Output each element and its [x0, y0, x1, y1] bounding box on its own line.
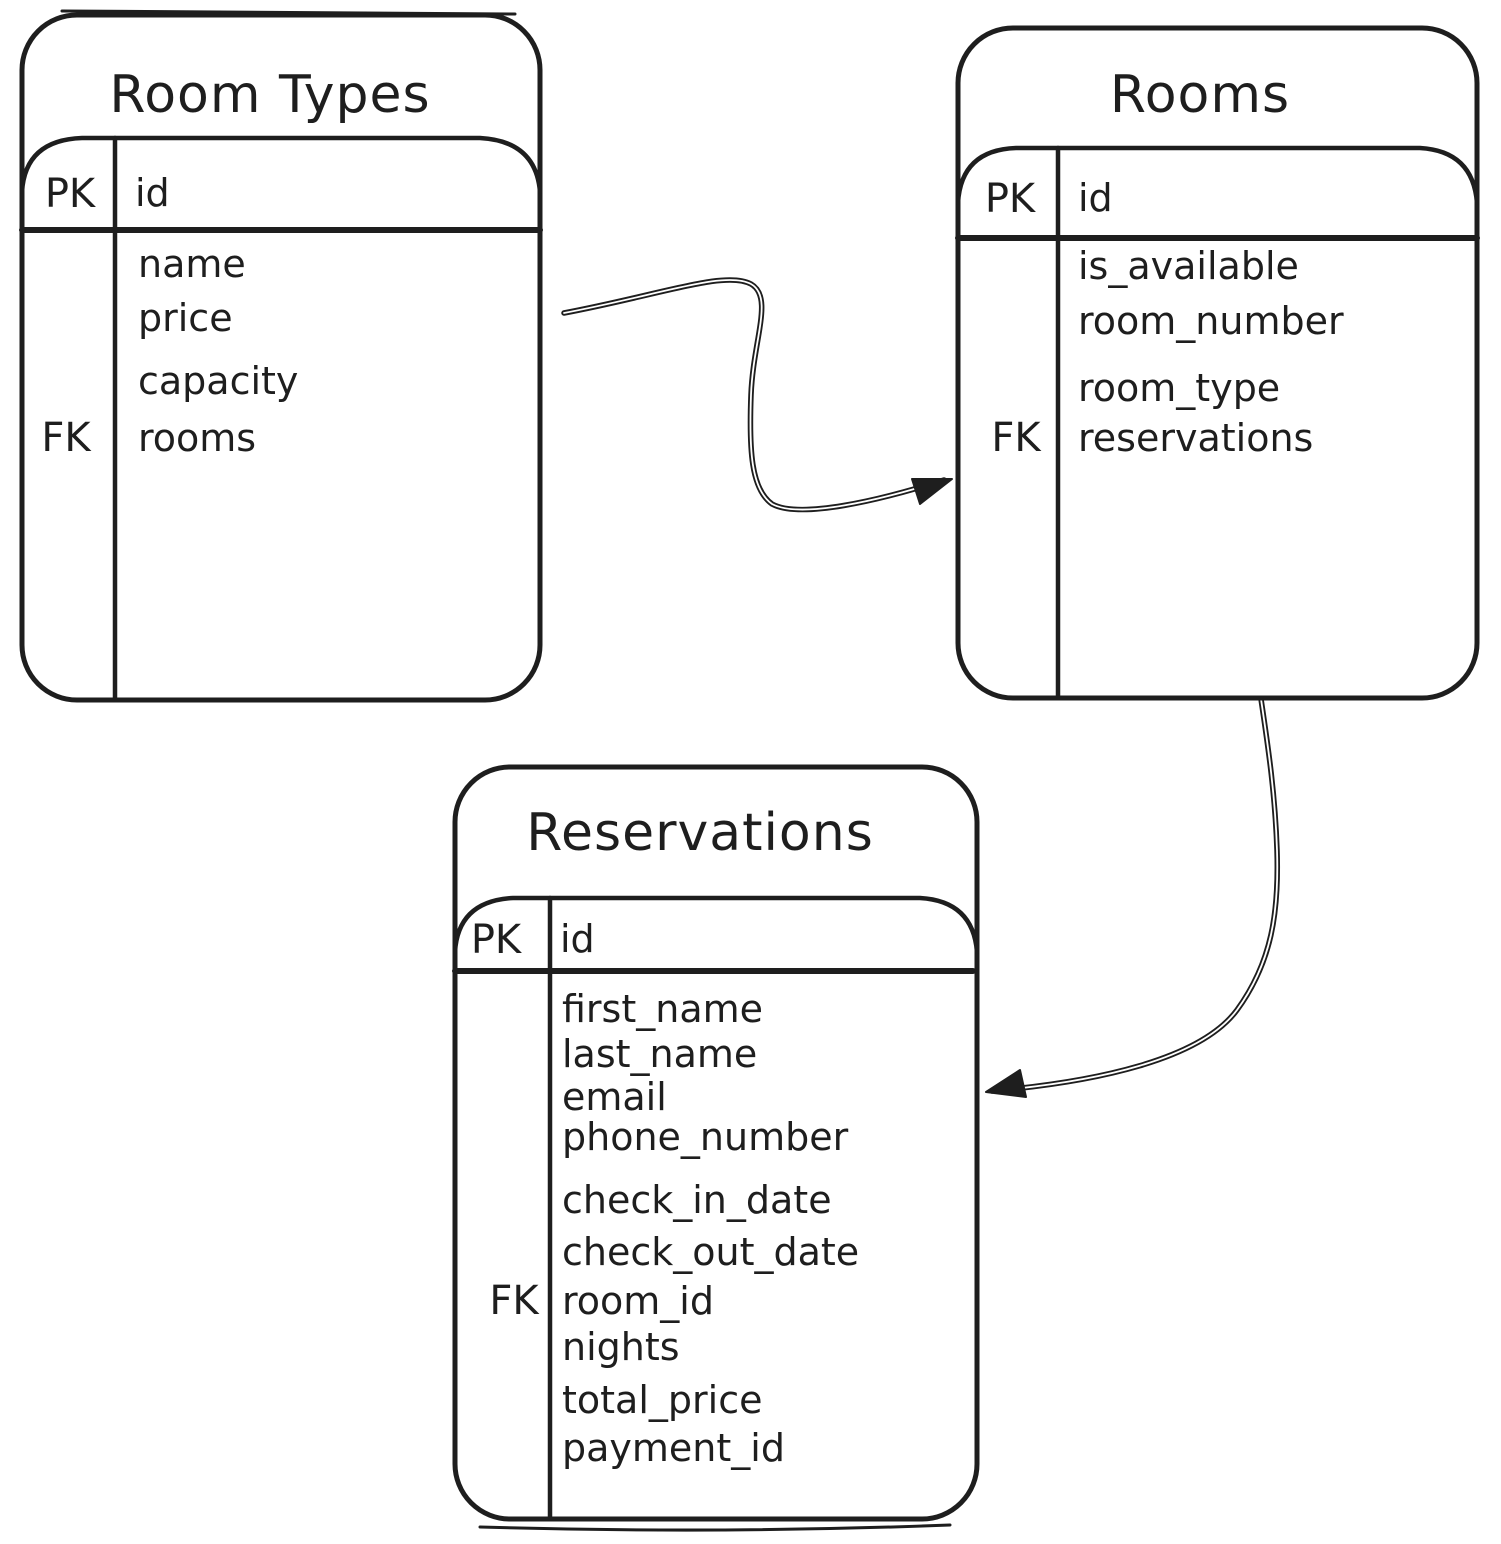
field-label: email [562, 1075, 667, 1119]
field-label: room_number [1078, 299, 1344, 343]
header-row-outline [19, 135, 543, 195]
field-label: is_available [1078, 244, 1299, 288]
relation-line-core [563, 279, 945, 511]
table-outline [452, 764, 980, 1522]
field-label: payment_id [562, 1426, 785, 1470]
field-label: capacity [138, 359, 298, 403]
pk-field-label: id [1078, 176, 1113, 220]
table-title: Rooms [1110, 65, 1290, 125]
table-rooms: Rooms PK id is_available room_number roo… [955, 25, 1480, 701]
header-row-outline [955, 145, 1480, 206]
field-label: check_in_date [562, 1178, 832, 1222]
pk-label: PK [985, 176, 1037, 222]
table-bottom-overdraw [478, 1523, 952, 1532]
table-outline [19, 12, 543, 703]
table-title: Room Types [109, 65, 430, 125]
table-title: Reservations [526, 803, 874, 863]
field-label: rooms [138, 416, 256, 460]
relation-line-core [991, 698, 1279, 1092]
field-label: room_id [562, 1279, 714, 1323]
table-outline [955, 25, 1480, 701]
header-row-outline [452, 895, 980, 955]
table-top-overdraw [60, 9, 517, 16]
fk-label: FK [991, 415, 1042, 461]
field-label: reservations [1078, 416, 1313, 460]
pk-field-label: id [560, 917, 595, 961]
relation-rooms-to-reservations [985, 696, 1281, 1098]
field-label: room_type [1078, 366, 1280, 410]
table-reservations: Reservations PK id first_name last_name … [452, 764, 980, 1532]
fk-label: FK [41, 415, 92, 461]
relation-line [989, 696, 1281, 1094]
pk-field-label: id [135, 171, 170, 215]
relation-room-types-to-rooms [561, 277, 953, 513]
pk-label: PK [45, 171, 97, 217]
field-label: name [138, 242, 246, 286]
fk-label: FK [489, 1278, 540, 1324]
field-label: last_name [562, 1032, 757, 1076]
field-label: total_price [562, 1378, 762, 1422]
arrowhead-icon [985, 1069, 1027, 1098]
table-room-types: Room Types PK id name price capacity roo… [19, 9, 543, 703]
field-label: check_out_date [562, 1230, 859, 1274]
relation-line [561, 277, 947, 513]
arrowhead-icon [911, 478, 953, 505]
pk-label: PK [471, 917, 523, 963]
field-label: price [138, 296, 233, 340]
field-label: phone_number [562, 1115, 849, 1159]
field-label: first_name [562, 987, 763, 1031]
field-label: nights [562, 1325, 680, 1369]
